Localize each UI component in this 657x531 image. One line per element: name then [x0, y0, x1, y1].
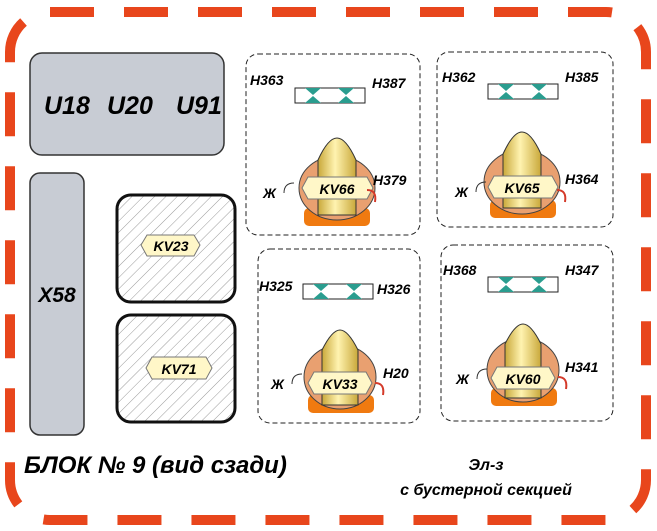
module-kv60-connector-pins: [498, 277, 547, 292]
module-kv65-label-left: Ж: [454, 184, 469, 200]
panel-note-line1: Эл-з: [469, 457, 504, 474]
module-kv60-wire-right: [557, 376, 568, 390]
module-kv66-label-tl: Н363: [250, 72, 284, 88]
module-kv65-label-tr: Н385: [565, 69, 599, 85]
module-kv66-label-left: Ж: [262, 185, 277, 201]
block-label-u18: U18: [44, 92, 90, 120]
block-label-x58: X58: [37, 284, 76, 307]
module-kv66-relay-tag: [301, 176, 374, 200]
module-kv66: Н363 Н387 KV66 Ж Н379: [245, 53, 421, 236]
module-kv33-wire-right: [374, 382, 385, 396]
relay-label-kv71: KV71: [161, 361, 196, 377]
module-kv66-relay-label: KV66: [319, 181, 354, 197]
block-u-group: U18 U20 U91: [29, 52, 225, 156]
module-kv66-label-right: Н379: [373, 172, 407, 188]
module-kv33-relay-label: KV33: [322, 376, 357, 392]
module-kv65-wire-right: [556, 189, 567, 203]
module-kv65-relay-tag: [487, 175, 559, 199]
block-u-group-rect: [29, 52, 225, 156]
module-kv65-relay-label: KV65: [504, 180, 539, 196]
module-kv66-connector: [294, 87, 366, 104]
relay-label-kv23: KV23: [153, 238, 188, 254]
block-x58-rect: [29, 172, 85, 436]
module-kv60: Н368 Н347 KV60 Ж Н341: [440, 244, 614, 422]
module-kv60-label-tl: Н368: [443, 262, 477, 278]
module-kv60-relay-tag: [490, 366, 556, 390]
module-kv66-wire-left: [283, 182, 295, 194]
module-kv60-label-tr: Н347: [565, 262, 600, 278]
module-kv33-label-tl: Н325: [259, 278, 293, 294]
module-kv65-label-tl: Н362: [442, 69, 476, 85]
outer-dashed-frame: [5, 7, 651, 525]
relay-block-kv71: KV71: [115, 313, 237, 424]
module-kv60-wire-left: [476, 368, 488, 380]
module-kv66-label-tr: Н387: [372, 75, 407, 91]
module-kv66-wire-right: [366, 189, 377, 203]
panel-note-line2: с бустерной секцией: [400, 482, 572, 499]
relay-tag-kv23: [140, 234, 201, 257]
module-kv60-connector: [487, 276, 559, 293]
block-x58: X58: [29, 172, 85, 436]
module-kv65: Н362 Н385 KV65 Ж Н364: [436, 51, 614, 228]
module-kv65-border: [436, 51, 614, 228]
relay-tag-kv71: [145, 356, 213, 380]
module-kv65-label-right: Н364: [565, 171, 599, 187]
module-kv60-label-right: Н341: [565, 359, 599, 375]
module-kv33-wire-left: [291, 373, 303, 385]
module-kv65-wire-left: [475, 181, 487, 193]
module-kv60-relay-label: KV60: [505, 371, 540, 387]
module-kv60-label-left: Ж: [455, 371, 470, 387]
module-kv33-relay-tag: [307, 371, 373, 395]
relay-block-kv23: KV23: [115, 193, 237, 304]
module-kv33-label-tr: Н326: [377, 281, 411, 297]
module-kv66-border: [245, 53, 421, 236]
module-kv33-label-right: Н20: [383, 365, 409, 381]
module-kv65-connector: [487, 83, 559, 100]
module-kv60-border: [440, 244, 614, 422]
module-kv66-connector-pins: [305, 88, 354, 103]
module-kv65-connector-pins: [498, 84, 547, 99]
module-kv33-connector: [302, 283, 374, 300]
module-kv33: Н325 Н326 KV33 Ж Н20: [257, 248, 421, 424]
block-label-u20: U20: [107, 92, 153, 120]
block-label-u91: U91: [176, 92, 222, 120]
module-kv33-label-left: Ж: [270, 376, 285, 392]
panel-title: БЛОК № 9 (вид сзади): [24, 452, 287, 479]
module-kv33-border: [257, 248, 421, 424]
module-kv33-connector-pins: [313, 284, 362, 299]
